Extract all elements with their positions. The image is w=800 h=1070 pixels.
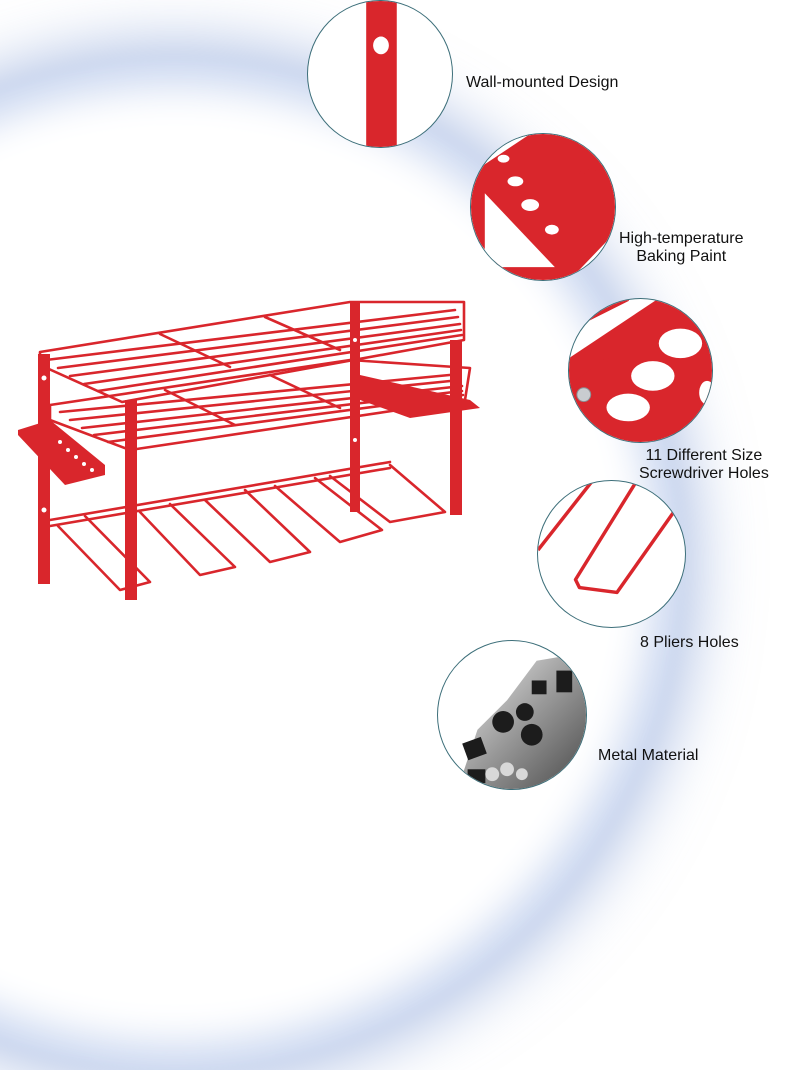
- feature-inset-pliers-holes: [537, 480, 686, 628]
- wire-shelf-rack-icon: [18, 300, 480, 600]
- feature-text: Wall-mounted Design: [466, 74, 619, 91]
- feature-label-wall-mounted: Wall-mounted Design: [466, 74, 618, 92]
- feature-inset-metal-material: [437, 640, 587, 790]
- feature-label-pliers-holes: 8 Pliers Holes: [640, 634, 739, 652]
- product-rack-image: [10, 290, 490, 600]
- feature-text-line1: High-temperature: [619, 230, 744, 247]
- feature-inset-wall-mounted: [307, 0, 453, 148]
- feature-text: 8 Pliers Holes: [640, 634, 739, 651]
- feature-inset-baking-paint: [470, 133, 616, 281]
- feature-label-metal-material: Metal Material: [598, 747, 698, 765]
- bracket-mount-hole-icon: [366, 1, 397, 147]
- screwdriver-holes-icon: [569, 299, 712, 442]
- feature-text: Metal Material: [598, 747, 699, 764]
- feature-inset-screwdriver-holes: [568, 298, 713, 443]
- feature-label-screwdriver-holes: 11 Different Size Screwdriver Holes: [639, 447, 769, 483]
- feature-text-line2: Baking Paint: [636, 248, 727, 265]
- pliers-slot-icon: [538, 481, 678, 595]
- metal-tubes-icon: [457, 655, 586, 789]
- feature-label-baking-paint: High-temperature Baking Paint: [619, 230, 744, 266]
- painted-panel-icon: [471, 134, 615, 280]
- feature-text-line2: Screwdriver Holes: [639, 465, 769, 482]
- feature-text-line1: 11 Different Size: [645, 447, 763, 464]
